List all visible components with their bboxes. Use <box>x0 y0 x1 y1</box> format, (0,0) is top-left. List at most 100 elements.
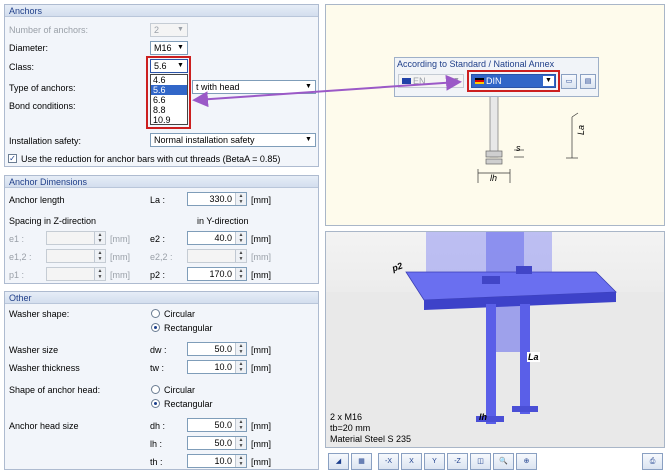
washer-circular-radio[interactable] <box>151 309 160 318</box>
chevron-down-icon[interactable]: ▼ <box>305 83 312 90</box>
chevron-down-icon[interactable]: ▼ <box>543 76 554 86</box>
print-button[interactable]: ⎙ <box>642 453 663 470</box>
e2-input[interactable]: 40.0▲▼ <box>187 231 247 245</box>
chevron-down-icon[interactable]: ▼ <box>177 44 184 51</box>
p2-input[interactable]: 170.0▲▼ <box>187 267 247 281</box>
bond-conditions-label: Bond conditions: <box>9 101 76 111</box>
washer-thickness-symbol: tw : <box>150 363 165 373</box>
spinner-icon[interactable]: ▲▼ <box>235 232 246 244</box>
class-option[interactable]: 4.6 <box>153 75 166 85</box>
dim-la-label: La <box>576 124 587 136</box>
chevron-down-icon: ▼ <box>453 77 460 84</box>
anchor-drawing-view: La s lh According to Standard / National… <box>325 4 665 226</box>
chevron-down-icon[interactable]: ▼ <box>177 62 184 69</box>
washer-size-label: Washer size <box>9 345 59 355</box>
unit-label: [mm] <box>251 439 271 449</box>
class-option[interactable]: 8.8 <box>153 105 166 115</box>
e12-label: e1,2 : <box>9 252 32 262</box>
din-select[interactable]: DIN▼ <box>471 74 556 88</box>
spinner-icon[interactable]: ▲▼ <box>235 343 246 355</box>
view-y-button[interactable]: Y <box>424 453 445 470</box>
e1-input: ▲▼ <box>46 231 106 245</box>
class-select[interactable]: 5.6▼ <box>150 59 188 73</box>
spinner-icon[interactable]: ▲▼ <box>235 361 246 373</box>
type-of-anchors-select[interactable]: t with head▼ <box>192 80 316 94</box>
info-line-2: tb=20 mm <box>330 423 371 433</box>
p2-label: p2 : <box>150 270 166 280</box>
info-line-1: 2 x M16 <box>330 412 363 422</box>
view-minus-z-button[interactable]: -Z <box>447 453 468 470</box>
chevron-down-icon[interactable]: ▼ <box>305 136 312 143</box>
lh-dimension-label: lh <box>479 412 487 422</box>
washer-thickness-input[interactable]: 10.0▲▼ <box>187 360 247 374</box>
anchor-length-label: Anchor length <box>9 195 65 205</box>
class-option-selected[interactable]: 5.6 <box>151 85 187 95</box>
other-panel-title: Other <box>5 292 318 304</box>
anchor-dimensions-panel: Anchor Dimensions <box>4 175 319 284</box>
class-highlight-frame <box>146 56 191 129</box>
unit-label: [mm] <box>251 234 271 244</box>
spinner-icon: ▲▼ <box>94 232 105 244</box>
installation-safety-select[interactable]: Normal installation safety▼ <box>150 133 316 147</box>
class-option[interactable]: 6.6 <box>153 95 166 105</box>
view-x-button[interactable]: X <box>401 453 422 470</box>
reduction-checkbox[interactable]: ✓ <box>8 154 17 163</box>
head-circular-radio[interactable] <box>151 385 160 394</box>
washer-circular-label: Circular <box>164 309 196 319</box>
spinner-icon: ▲▼ <box>235 250 246 262</box>
head-rectangular-radio[interactable] <box>151 399 160 408</box>
unit-label: [mm] <box>251 270 271 280</box>
head-rectangular-label: Rectangular <box>164 399 213 409</box>
standard-box: According to Standard / National Annex E… <box>394 57 599 97</box>
number-of-anchors-label: Number of anchors: <box>9 25 89 35</box>
en-select: EN▼ <box>398 74 464 88</box>
spacing-y-label: in Y-direction <box>197 216 249 226</box>
spacing-z-label: Spacing in Z-direction <box>9 216 97 226</box>
diameter-label: Diameter: <box>9 43 49 53</box>
diameter-select[interactable]: M16▼ <box>150 41 188 55</box>
info-line-3: Material Steel S 235 <box>330 434 412 444</box>
unit-label: [mm] <box>251 457 271 467</box>
lh-input[interactable]: 50.0▲▼ <box>187 436 247 450</box>
head-shape-label: Shape of anchor head: <box>9 385 101 395</box>
eu-flag-icon <box>402 78 411 84</box>
dh-input[interactable]: 50.0▲▼ <box>187 418 247 432</box>
unit-label: [mm] <box>251 421 271 431</box>
th-input[interactable]: 10.0▲▼ <box>187 454 247 468</box>
zoom-button[interactable]: 🔍 <box>493 453 514 470</box>
washer-rectangular-radio[interactable] <box>151 323 160 332</box>
e1-label: e1 : <box>9 234 25 244</box>
spinner-icon[interactable]: ▲▼ <box>235 419 246 431</box>
washer-rectangular-label: Rectangular <box>164 323 213 333</box>
view-minus-x-button[interactable]: -X <box>378 453 399 470</box>
render-mode-button[interactable]: ◢ <box>328 453 349 470</box>
e12-input: ▲▼ <box>46 249 106 263</box>
display-options-button[interactable]: ▦ <box>351 453 372 470</box>
washer-thickness-label: Washer thickness <box>9 363 80 373</box>
display-icon: ▦ <box>358 458 365 465</box>
spinner-icon[interactable]: ▲▼ <box>235 268 246 280</box>
anchor-3d-render <box>326 232 664 447</box>
class-option[interactable]: 10.9 <box>153 115 171 125</box>
e22-input: ▲▼ <box>187 249 247 263</box>
open-folder-button[interactable]: ▭ <box>561 74 577 89</box>
washer-shape-label: Washer shape: <box>9 309 70 319</box>
washer-size-symbol: dw : <box>150 345 167 355</box>
spinner-icon[interactable]: ▲▼ <box>235 437 246 449</box>
isometric-view-button[interactable]: ◫ <box>470 453 491 470</box>
spinner-icon[interactable]: ▲▼ <box>235 193 246 205</box>
e2-label: e2 : <box>150 234 166 244</box>
unit-label: [mm] <box>251 195 271 205</box>
anchor-length-input[interactable]: 330.0▲▼ <box>187 192 247 206</box>
class-dropdown-list: 4.6 5.6 6.6 8.8 10.9 <box>150 74 188 125</box>
cube-icon: ◫ <box>477 458 484 465</box>
edit-standard-button[interactable]: ▤ <box>580 74 596 89</box>
spinner-icon[interactable]: ▲▼ <box>235 455 246 467</box>
washer-size-input[interactable]: 50.0▲▼ <box>187 342 247 356</box>
anchor-dimensions-title: Anchor Dimensions <box>5 176 318 188</box>
zoom-extents-button[interactable]: ⊕ <box>516 453 537 470</box>
p1-input: ▲▼ <box>46 267 106 281</box>
reduction-label: Use the reduction for anchor bars with c… <box>21 154 281 164</box>
head-size-label: Anchor head size <box>9 421 79 431</box>
zoom-icon: 🔍 <box>499 458 508 465</box>
